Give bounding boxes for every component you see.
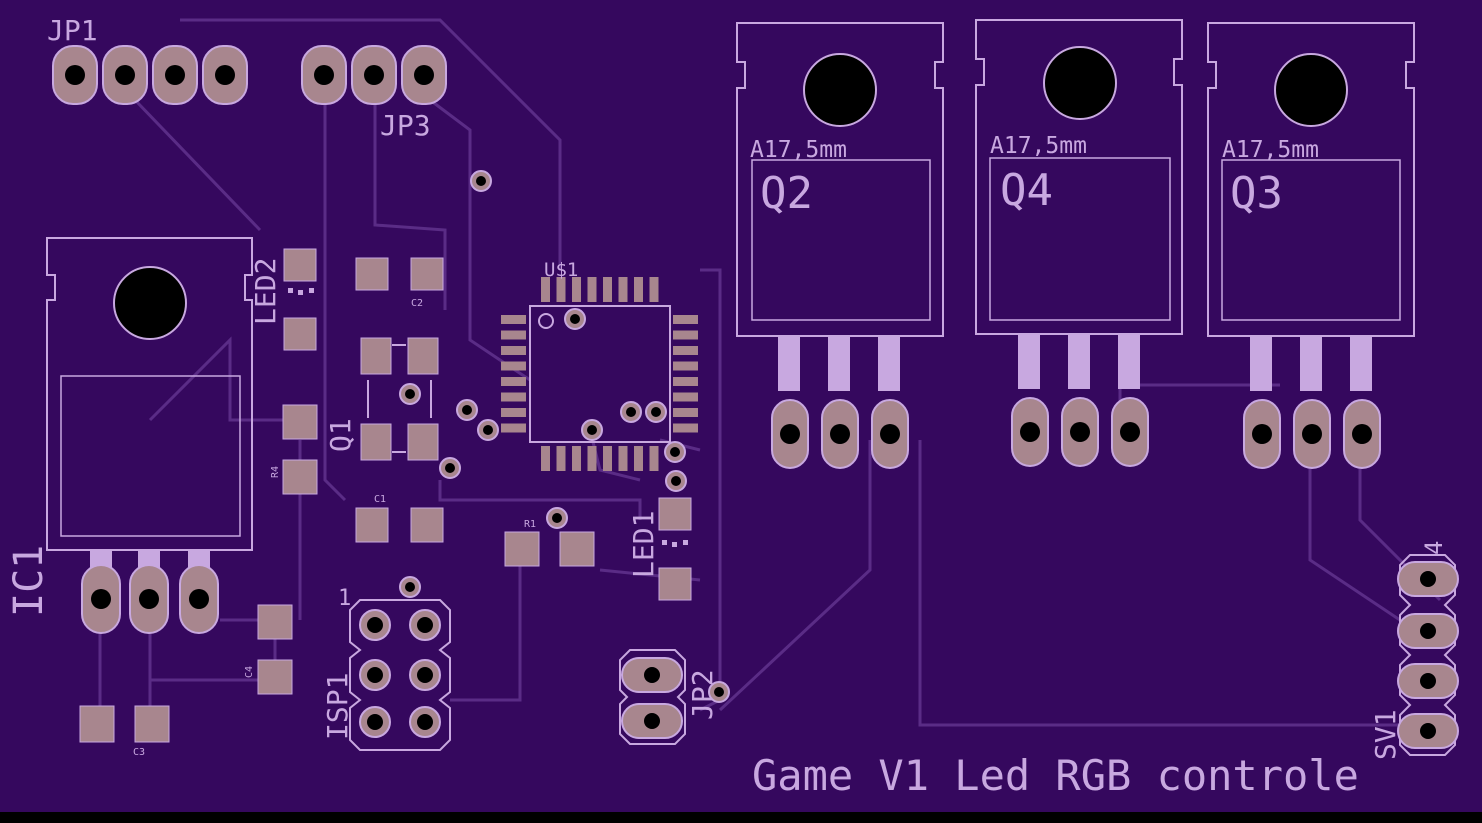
label-jp3: JP3 [380, 109, 431, 142]
label-ic1: IC1 [6, 545, 52, 617]
qfp-pin [572, 277, 581, 302]
label-heatsink-q2: A17,5mm [750, 137, 847, 163]
label-sv1-pin: 4 [1420, 541, 1448, 555]
qfp-pin [501, 392, 526, 402]
qfp-pin [673, 377, 698, 386]
qfp-pin [541, 277, 550, 302]
led-polarity-marks [288, 288, 688, 547]
label-heatsink-q3: A17,5mm [1222, 137, 1319, 163]
qfp-pin [618, 446, 628, 471]
q1-outline [367, 344, 432, 453]
qfp-pin [673, 408, 698, 417]
q4-transistor [975, 19, 1183, 467]
silkscreen-labels: JP1 JP3 U$1 A17,5mm A17,5mm A17,5mm Q2 Q… [6, 14, 1448, 800]
qfp-pin [649, 446, 659, 471]
label-jp1: JP1 [47, 14, 98, 47]
sv1-header [1397, 554, 1459, 756]
label-isp1: ISP1 [321, 673, 354, 740]
qfp-pin [541, 446, 550, 471]
qfp-pin [572, 446, 581, 471]
label-jp2: JP2 [686, 669, 719, 720]
label-q3: Q3 [1230, 168, 1283, 219]
ic1-regulator [46, 237, 253, 634]
qfp-pin [556, 446, 566, 471]
qfp-pin [634, 446, 643, 471]
label-q2: Q2 [760, 168, 813, 219]
label-c2: C2 [411, 298, 423, 309]
qfp-pin [634, 277, 643, 302]
q3-transistor [1207, 22, 1415, 469]
label-heatsink-q4: A17,5mm [990, 133, 1087, 159]
qfp-pin [673, 346, 698, 355]
qfp-pin [587, 277, 597, 302]
label-u1: U$1 [544, 259, 578, 281]
isp1-header [349, 599, 451, 751]
smd-pads [79, 248, 692, 743]
label-c4: C4 [244, 666, 255, 678]
qfp-pin [501, 377, 526, 386]
qfp-pin [673, 423, 698, 433]
qfp-pin [501, 346, 526, 355]
qfp-pin [556, 277, 566, 302]
qfp-pin [618, 277, 628, 302]
label-led1: LED1 [627, 511, 660, 578]
qfp-pin [603, 446, 612, 471]
label-r4: R4 [270, 466, 281, 478]
label-isp1-pin: 1 [338, 586, 351, 611]
qfp-pin [501, 315, 526, 324]
label-q1: Q1 [324, 418, 357, 452]
u1-microcontroller [501, 277, 698, 471]
qfp-pin [501, 408, 526, 417]
label-q4: Q4 [1000, 165, 1053, 216]
jp3-header [301, 45, 447, 105]
label-sv1: SV1 [1369, 709, 1402, 760]
qfp-pin [501, 423, 526, 433]
jp2-header [619, 649, 686, 745]
q2-transistor [736, 22, 944, 469]
qfp-pin [649, 277, 659, 302]
qfp-pin [673, 330, 698, 340]
label-c1: C1 [374, 494, 386, 505]
qfp-pin [673, 315, 698, 324]
label-led2: LED2 [249, 258, 282, 325]
via-holes [405, 176, 724, 697]
label-r1: R1 [524, 519, 536, 530]
jp1-header [52, 45, 248, 105]
qfp-pin [673, 392, 698, 402]
qfp-pin [587, 446, 597, 471]
qfp-pin [603, 277, 612, 302]
board-title: Game V1 Led RGB controle [752, 751, 1359, 800]
qfp-pin [501, 330, 526, 340]
qfp-pin [673, 361, 698, 371]
board-edge [0, 812, 1482, 819]
qfp-pin [501, 361, 526, 371]
label-c3: C3 [133, 747, 145, 758]
